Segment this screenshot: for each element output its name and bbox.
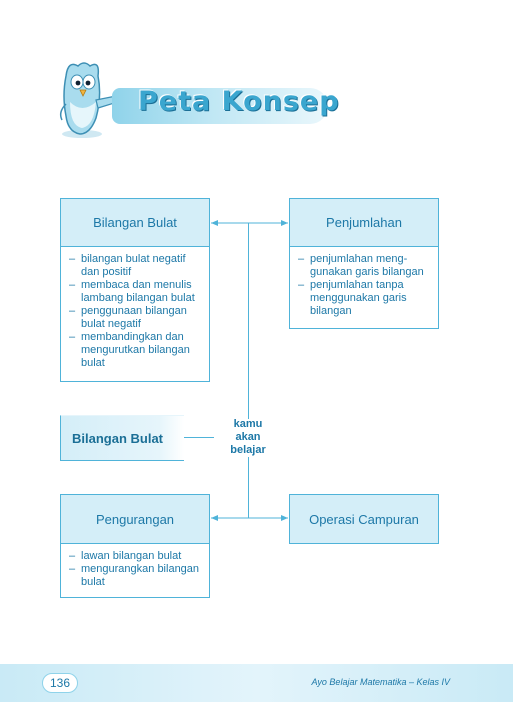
- box-title: Bilangan Bulat: [61, 199, 209, 247]
- title-banner: [112, 88, 328, 124]
- list-item: penjumlahan tanpa menggunakan garis bila…: [294, 279, 432, 318]
- center-line: akan: [235, 431, 261, 443]
- arrow-right-icon: [281, 220, 288, 226]
- footer-bar: [0, 664, 513, 702]
- box-penjumlahan: Penjumlahan penjumlahan meng- gunakan ga…: [289, 198, 439, 329]
- arrow-right-icon: [281, 515, 288, 521]
- horizontal-connector: [184, 437, 214, 438]
- list-item: membandingkan dan mengurutkan bilangan b…: [65, 331, 203, 370]
- arrow-left-icon: [211, 220, 218, 226]
- list-item: membaca dan menulis lambang bilangan bul…: [65, 279, 203, 305]
- page-number: 136: [42, 673, 78, 693]
- center-line: kamu: [233, 418, 263, 430]
- box-operasi-campuran: Operasi Campuran: [289, 494, 439, 544]
- list-item: bilangan bulat negatif dan positif: [65, 253, 203, 279]
- list-item: penjumlahan meng- gunakan garis bilangan: [294, 253, 432, 279]
- vertical-connector: [248, 223, 249, 419]
- box-list: penjumlahan meng- gunakan garis bilangan…: [290, 247, 438, 318]
- arrow-left-icon: [211, 515, 218, 521]
- list-item: penggunaan bilangan bulat negatif: [65, 305, 203, 331]
- box-list: bilangan bulat negatif dan positif memba…: [61, 247, 209, 370]
- box-pengurangan: Pengurangan lawan bilangan bulat mengura…: [60, 494, 210, 598]
- book-title: Ayo Belajar Matematika – Kelas IV: [311, 677, 451, 687]
- box-title: Pengurangan: [61, 495, 209, 544]
- page-title: Peta Konsep: [138, 86, 340, 117]
- box-title: Penjumlahan: [290, 199, 438, 247]
- box-list: lawan bilangan bulat mengurangkan bilang…: [61, 544, 209, 589]
- center-label: kamu akan belajar: [214, 418, 282, 457]
- main-topic-label: Bilangan Bulat: [60, 415, 184, 461]
- box-bilangan-bulat: Bilangan Bulat bilangan bulat negatif da…: [60, 198, 210, 382]
- list-item: mengurangkan bilangan bulat: [65, 563, 203, 589]
- list-item: lawan bilangan bulat: [65, 550, 203, 563]
- center-line: belajar: [230, 444, 266, 456]
- box-title: Operasi Campuran: [290, 495, 438, 543]
- vertical-connector: [248, 457, 249, 518]
